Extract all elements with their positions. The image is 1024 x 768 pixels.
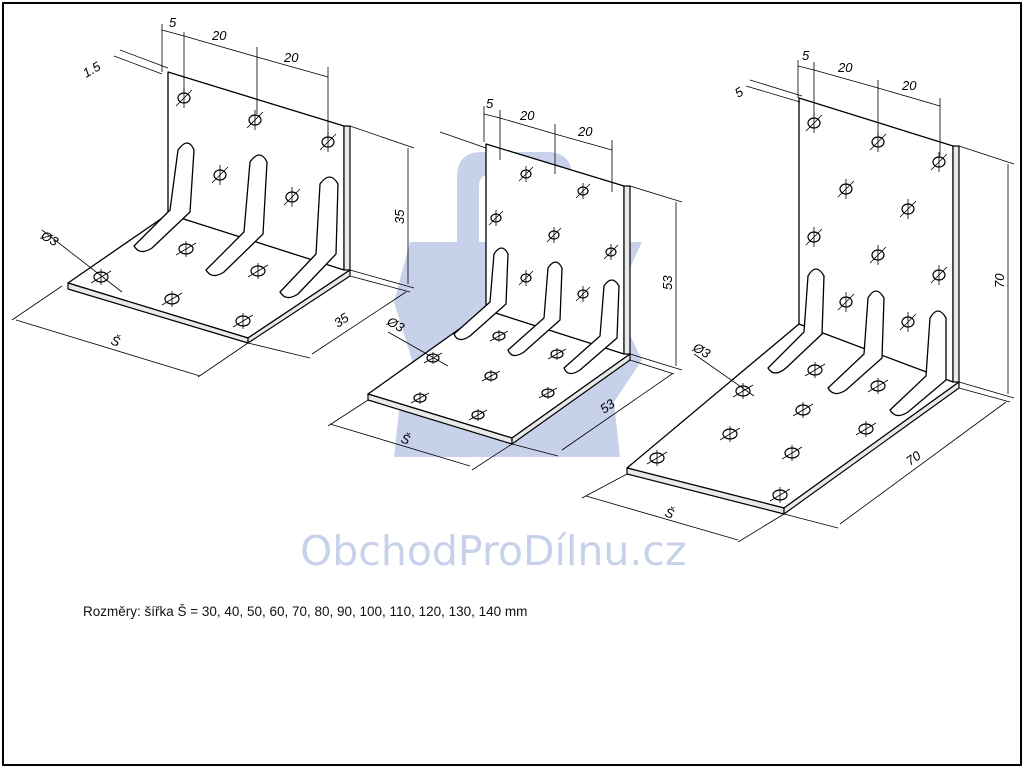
hole [538,387,558,399]
dim-pitch-a: 20 [211,28,227,43]
slot [827,290,885,395]
hole [547,348,567,360]
dim-pitch-b: 20 [577,124,593,139]
dim-pitch-b: 20 [283,50,299,65]
slot [205,154,268,277]
dim-hole: Ø3 [38,227,62,250]
hole-pattern [90,88,337,329]
hole [646,450,668,466]
hole [468,409,488,421]
bracket-medium: 5 20 20 Ø3 53 53 Š [327,96,683,471]
slot [279,176,339,299]
slot [563,279,620,375]
slot [453,247,509,341]
hole [869,245,887,265]
dimension-lines [581,60,1015,543]
hole [855,421,877,437]
hole [489,330,509,342]
dim-depth: 70 [903,447,924,468]
watermark-text: ObchodProDílnu.cz [300,527,686,575]
dim-offset: 5 [486,96,494,111]
hole [283,187,301,207]
hole [805,113,823,133]
dimensions-caption: Rozměry: šířka Š = 30, 40, 50, 60, 70, 8… [83,604,528,619]
vertical-plate-edge [952,145,960,383]
hole [930,152,948,172]
hole [423,352,443,364]
hole [575,286,591,302]
dim-offset: 5 [802,48,810,63]
hole [410,392,430,404]
dimension-lines [11,24,415,378]
hole [837,292,855,312]
dim-height: 70 [992,273,1007,288]
dimension-lines [327,106,683,471]
dim-pitch-a: 20 [837,60,853,75]
hole [804,362,826,378]
hole [546,227,562,243]
hole [481,370,501,382]
dim-thickness: 1.5 [80,58,104,80]
hole [488,210,504,226]
dim-pitch-b: 20 [901,78,917,93]
hole-pattern [410,166,619,421]
hole [781,445,803,461]
hole [899,312,917,332]
hole [792,402,814,418]
hole [232,313,254,329]
hole [175,241,197,257]
technical-drawing: ObchodProDílnu.cz [11,15,1015,575]
bracket-large: 5 20 20 5 Ø3 70 70 Š [581,48,1015,543]
hole [769,487,791,503]
dim-hole: Ø3 [690,339,714,362]
hole [246,110,264,130]
hole [211,165,229,185]
hole [518,270,534,286]
hole [930,265,948,285]
bracket-small: 5 20 20 1.5 Ø3 35 35 Š [11,15,415,378]
hole [603,244,619,260]
dim-offset: 5 [169,15,177,30]
hole [837,179,855,199]
slot [767,268,825,374]
hole [867,378,889,394]
dim-height: 35 [392,209,407,224]
slot [507,261,563,357]
dim-depth: 35 [331,309,352,330]
dim-height: 53 [660,275,675,290]
slot [889,310,947,417]
dim-width: Š [109,333,122,350]
hole [805,227,823,247]
hole [732,383,754,399]
hole [247,263,269,279]
hole [719,426,741,442]
hole [161,291,183,307]
vertical-plate-edge [623,185,631,355]
dim-width: Š [663,505,676,522]
hole [518,166,534,182]
slot [133,142,195,253]
dim-thickness: 5 [732,84,746,101]
hole [899,199,917,219]
vertical-plate-edge [343,125,351,271]
hole [575,183,591,199]
dim-pitch-a: 20 [519,108,535,123]
hole [90,269,112,285]
